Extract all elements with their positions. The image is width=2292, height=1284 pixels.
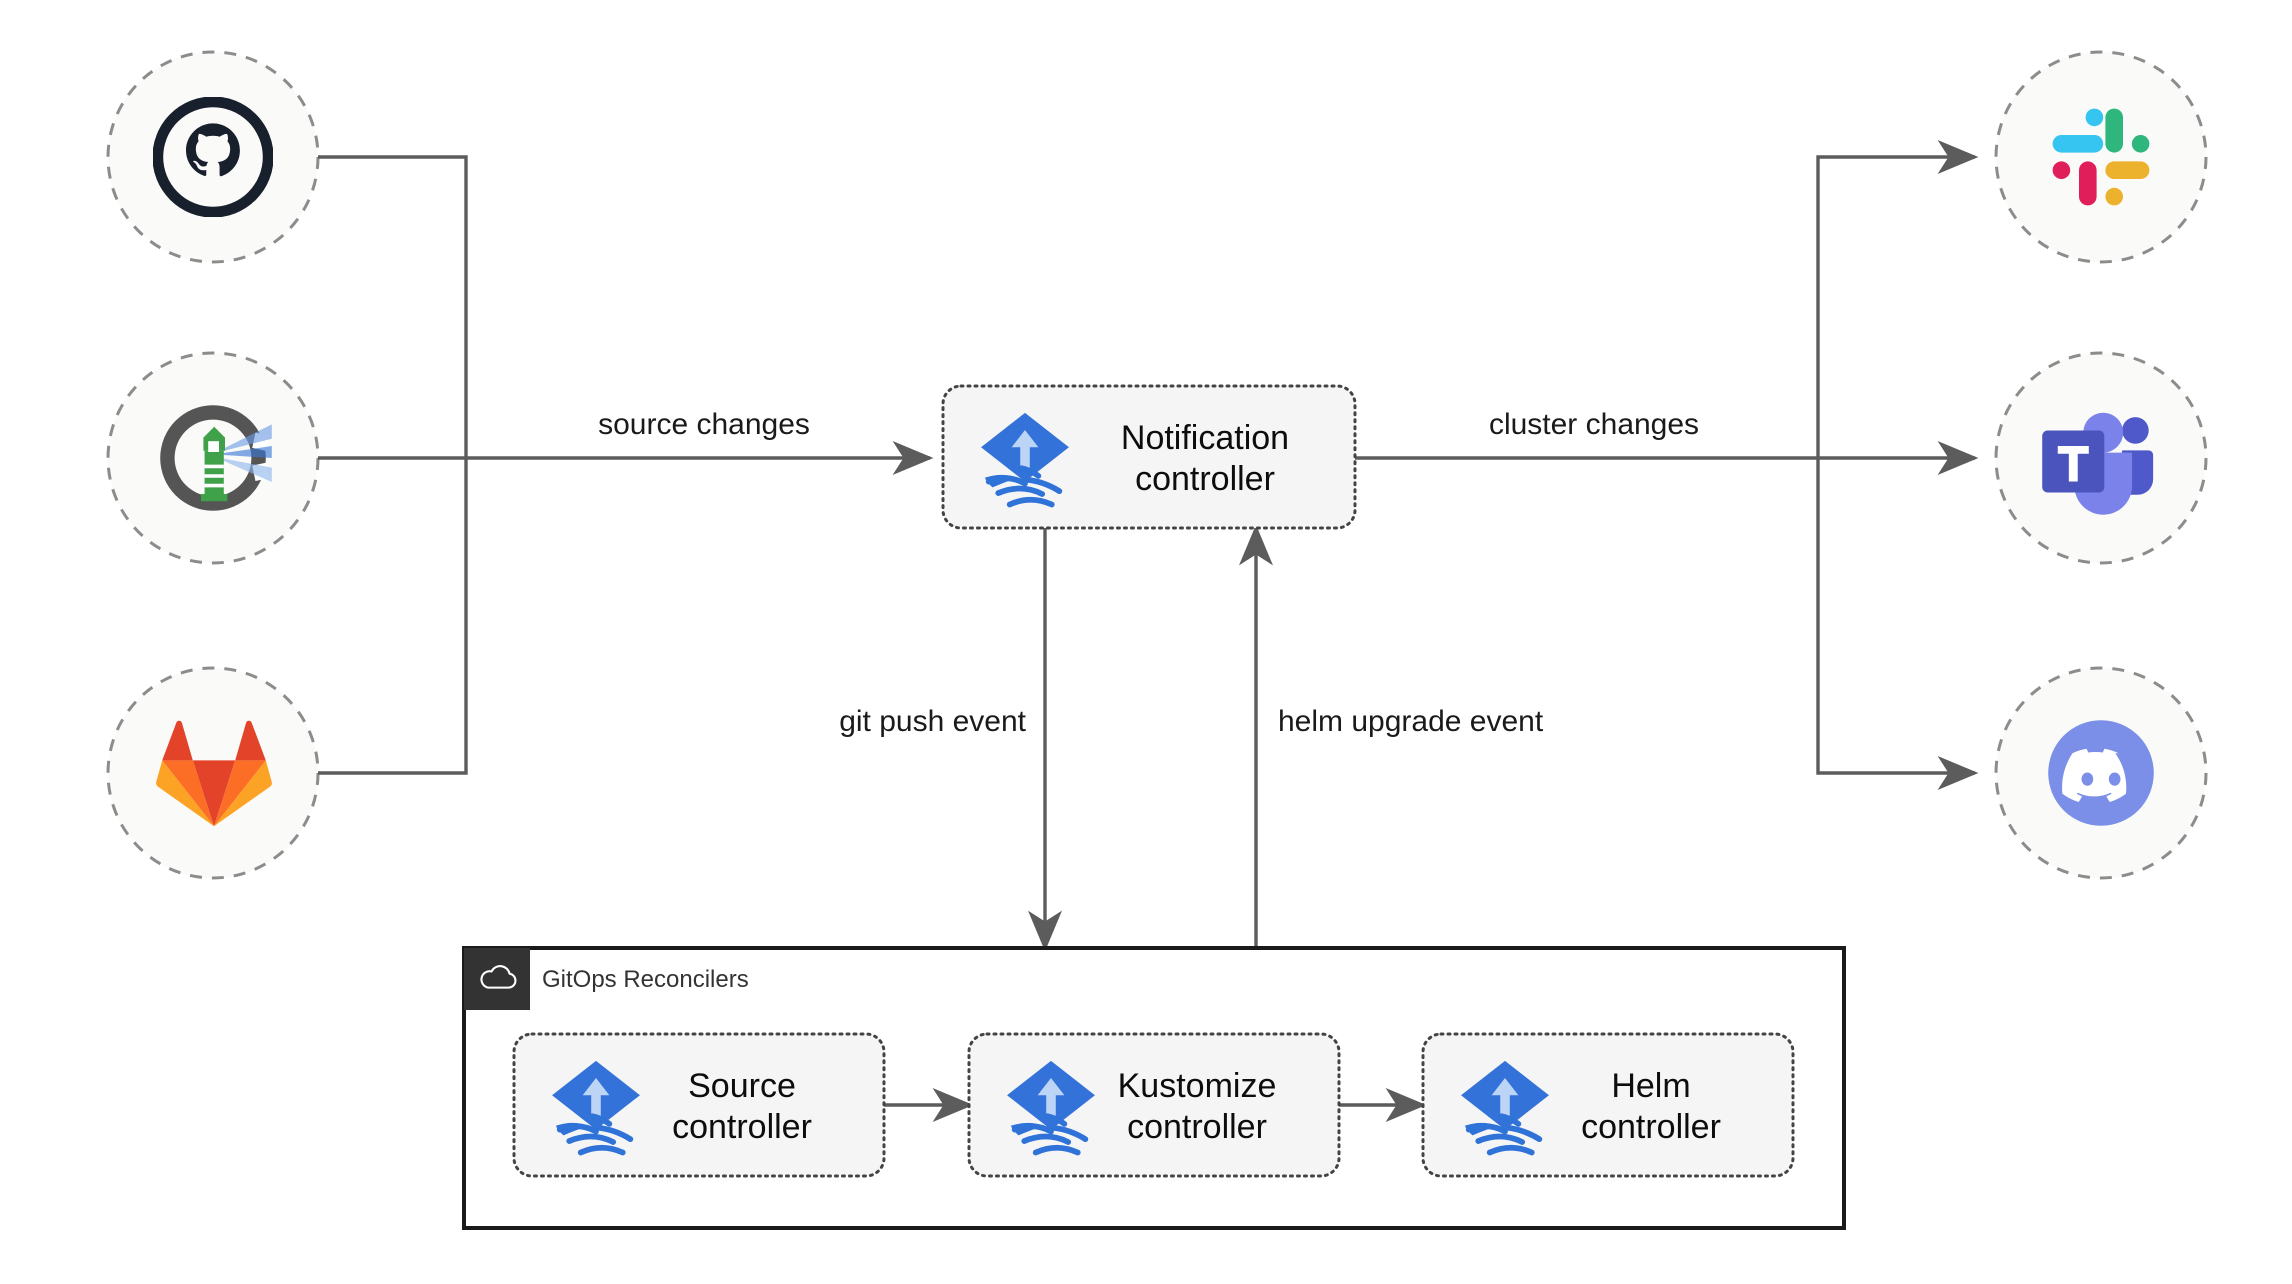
edge-label-helm-upgrade-event: helm upgrade event xyxy=(1278,705,1544,738)
notification-controller-label-line1: Notification xyxy=(1121,419,1289,457)
edge-github-gitlab-bus xyxy=(318,155,468,775)
source-github-circle[interactable] xyxy=(106,50,320,264)
kustomize-controller-label-line1: Kustomize xyxy=(1118,1067,1277,1105)
edge-to-slack xyxy=(1816,140,1979,458)
edge-to-discord xyxy=(1816,458,1979,790)
discord-icon xyxy=(2048,720,2154,826)
gitops-reconcilers-label: GitOps Reconcilers xyxy=(542,966,749,993)
source-bus-edges xyxy=(318,155,468,775)
source-gitlab[interactable] xyxy=(106,666,320,880)
source-flux[interactable] xyxy=(106,351,320,565)
source-controller-label-line1: Source xyxy=(688,1067,796,1105)
notification-controller-box[interactable] xyxy=(941,384,1357,530)
target-slack-circle[interactable] xyxy=(1994,50,2208,264)
node-kustomize-controller[interactable]: Kustomize controller xyxy=(967,1032,1341,1178)
node-helm-controller[interactable]: Helm controller xyxy=(1421,1032,1795,1178)
helm-controller-label-line2: controller xyxy=(1581,1108,1721,1146)
kustomize-controller-label-line2: controller xyxy=(1127,1108,1267,1146)
node-source-controller[interactable]: Source controller xyxy=(512,1032,886,1178)
edge-label-source-changes: source changes xyxy=(598,408,810,441)
gitops-reconcilers-badge xyxy=(464,948,530,1010)
target-slack[interactable] xyxy=(1994,50,2208,264)
target-teams[interactable] xyxy=(1994,351,2208,565)
source-github[interactable] xyxy=(106,50,320,264)
edge-label-git-push-event: git push event xyxy=(839,705,1026,738)
edge-label-cluster-changes: cluster changes xyxy=(1489,408,1699,441)
node-notification-controller[interactable]: Notification controller xyxy=(941,384,1357,530)
target-bus-edges xyxy=(1816,140,1979,790)
source-controller-label-line2: controller xyxy=(672,1108,812,1146)
target-discord[interactable] xyxy=(1994,666,2208,880)
notification-controller-label-line2: controller xyxy=(1135,460,1275,498)
helm-controller-label-line1: Helm xyxy=(1611,1067,1690,1105)
